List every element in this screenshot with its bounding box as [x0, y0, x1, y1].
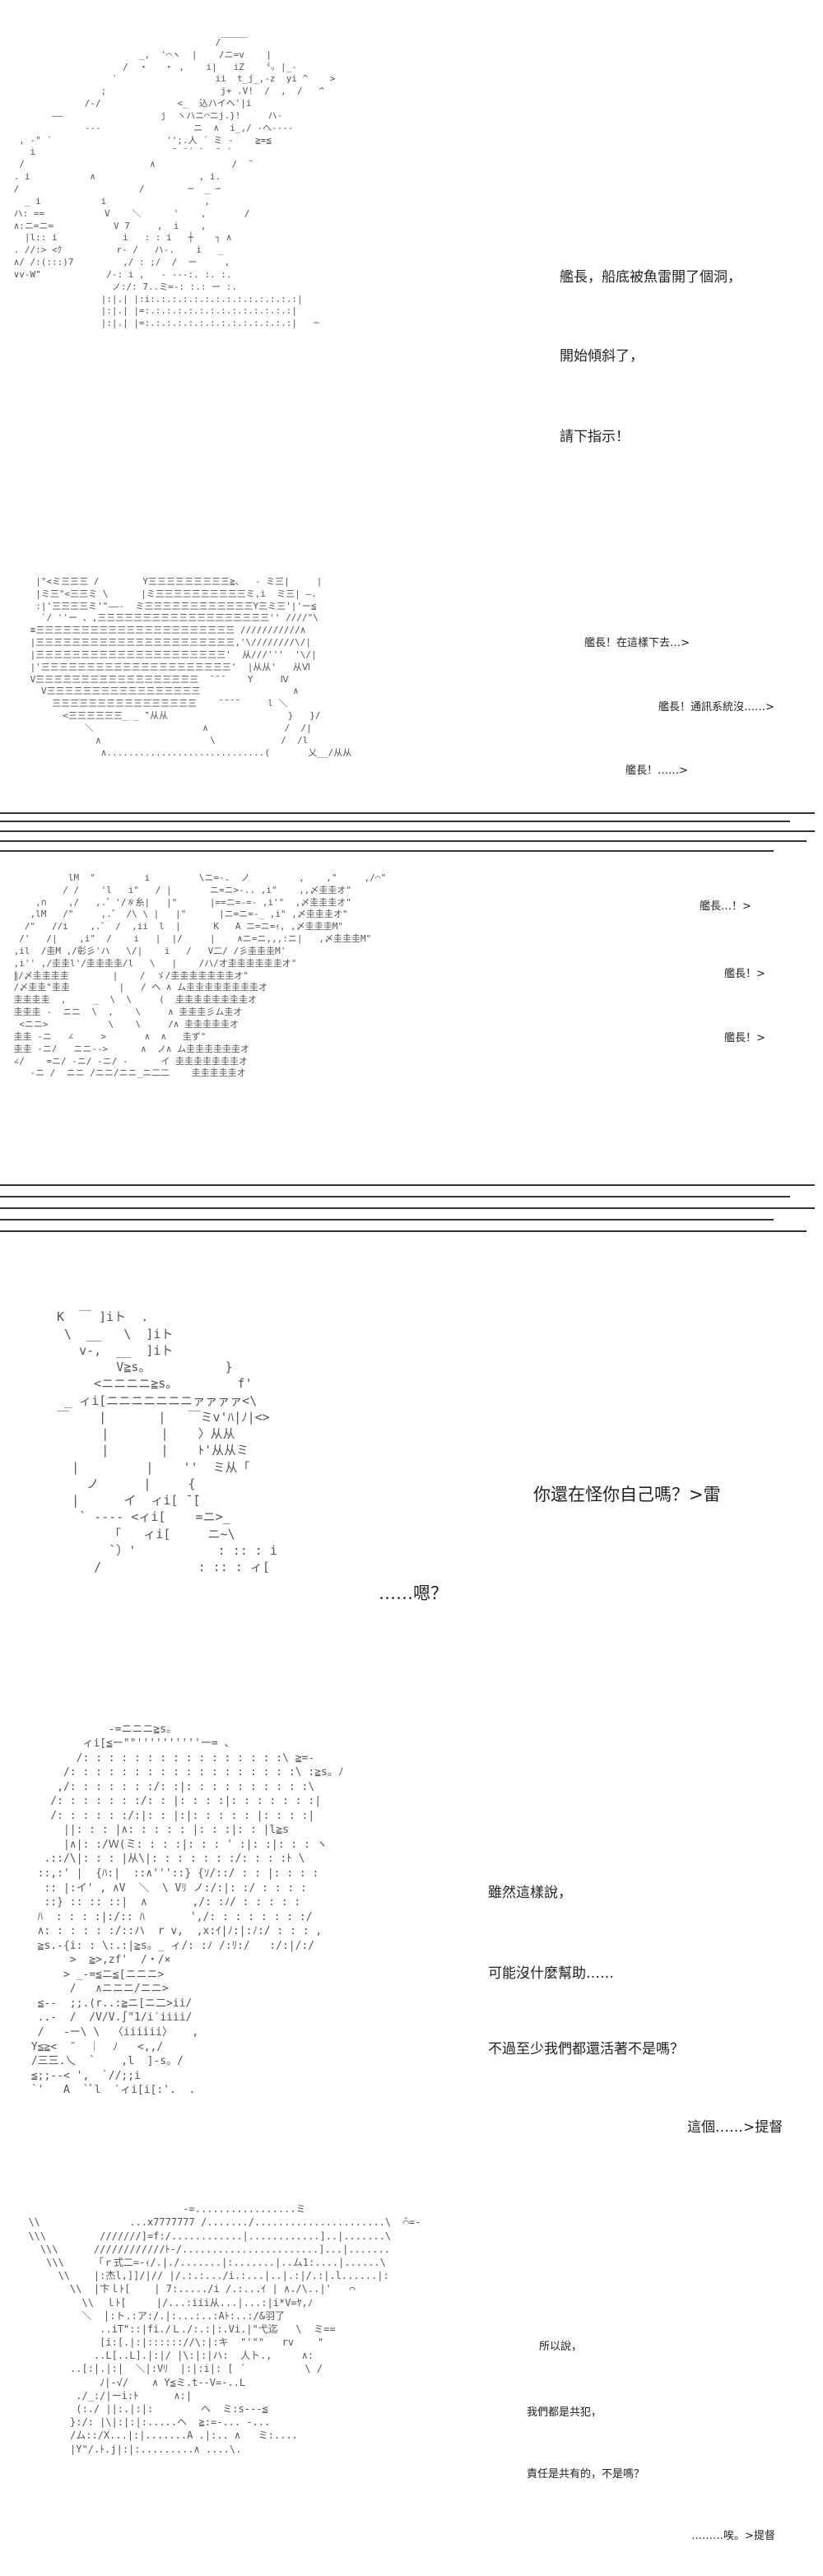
dialogue-line: ………唉。>提督 [691, 2530, 775, 2542]
speed-line [0, 1207, 815, 1209]
speed-line [0, 1184, 815, 1186]
dialogue-line: 艦長！在這樣下去…> [584, 637, 690, 649]
panel-1: /￣￣￣ _, '⌒ヽ | /ニ=v | / ・ ・ , i| iZ ㍉ |_-… [0, 0, 823, 560]
dialogue-line: 艦長，船底被魚雷開了個洞， [560, 269, 742, 286]
dialogue-line: ……嗯？ [379, 1583, 448, 1603]
dialogue-line: 艦長！> [724, 1032, 765, 1044]
dialogue-line: 艦長！> [724, 968, 765, 980]
dialogue-line: 所以說， [539, 2341, 583, 2353]
speed-line [0, 1219, 774, 1221]
ascii-art-soldier-saluting: /￣￣￣ _, '⌒ヽ | /ニ=v | / ・ ・ , i| iZ ㍉ |_-… [13, 36, 336, 329]
dialogue-line: 艦長！……> [625, 765, 688, 777]
dialogue-line: 我們都是共犯， [527, 2406, 602, 2419]
ascii-art-explosion: lM " i \ニ=-. ノ , ," ,/⌒" / / 'l i" / | ニ… [13, 872, 387, 1079]
panel-5: -=ニニニ≧s。 ィi[≦ー""''''''''''ー= 、 /: : : : … [0, 1708, 823, 2169]
panel-6: -=.................ミ \\ ...x7777777 /...… [0, 2189, 823, 2576]
dialogue-line: 雖然這樣說， [488, 1885, 572, 1901]
panel-4: K ￣ ]iト . \ __ \ ]iト v-, __ ]iト V≧s。 } <… [0, 1292, 823, 1704]
dialogue-line: 可能沒什麼幫助…… [488, 1965, 614, 1982]
ascii-art-admiral-hat-shadow: -=.................ミ \\ ...x7777777 /...… [28, 2203, 421, 2455]
speed-line [0, 850, 774, 852]
speed-line [0, 840, 807, 842]
ascii-art-girl-with-cap: K ￣ ]iト . \ __ \ ]iト v-, __ ]iト V≧s。 } <… [57, 1309, 277, 1574]
speed-line [0, 821, 790, 822]
speed-line [0, 1230, 807, 1232]
dialogue-line: 艦長…！> [700, 900, 751, 913]
dialogue-line: 這個……>提督 [687, 2119, 783, 2136]
dialogue-line: 責任是共有的，不是嗎？ [527, 2468, 645, 2481]
dialogue-line: 不過至少我們都還活著不是嗎？ [488, 2041, 684, 2058]
panel-3: lM " i \ニ=-. ノ , ," ,/⌒" / / 'l i" / | ニ… [0, 802, 823, 1247]
ascii-art-sinking-ship: |"<ミ三三三 / Y三三三三三三三三三≧、 - ミ三| | |ミ三"<三三ミ … [30, 575, 352, 758]
ascii-art-admiral-thinking: -=ニニニ≧s。 ィi[≦ー""''''''''''ー= 、 /: : : : … [30, 1723, 344, 2097]
speed-line [0, 1196, 790, 1197]
speed-line [0, 830, 815, 832]
dialogue-line: 你還在怪你自己嗎？>雷 [533, 1485, 721, 1504]
dialogue-line: 艦長！通訊系統沒……> [658, 701, 774, 714]
dialogue-line: 開始傾斜了， [560, 348, 644, 365]
speed-line [0, 812, 815, 814]
panel-2: |"<ミ三三三 / Y三三三三三三三三三≧、 - ミ三| | |ミ三"<三三ミ … [0, 564, 823, 798]
dialogue-line: 請下指示！ [560, 429, 630, 445]
